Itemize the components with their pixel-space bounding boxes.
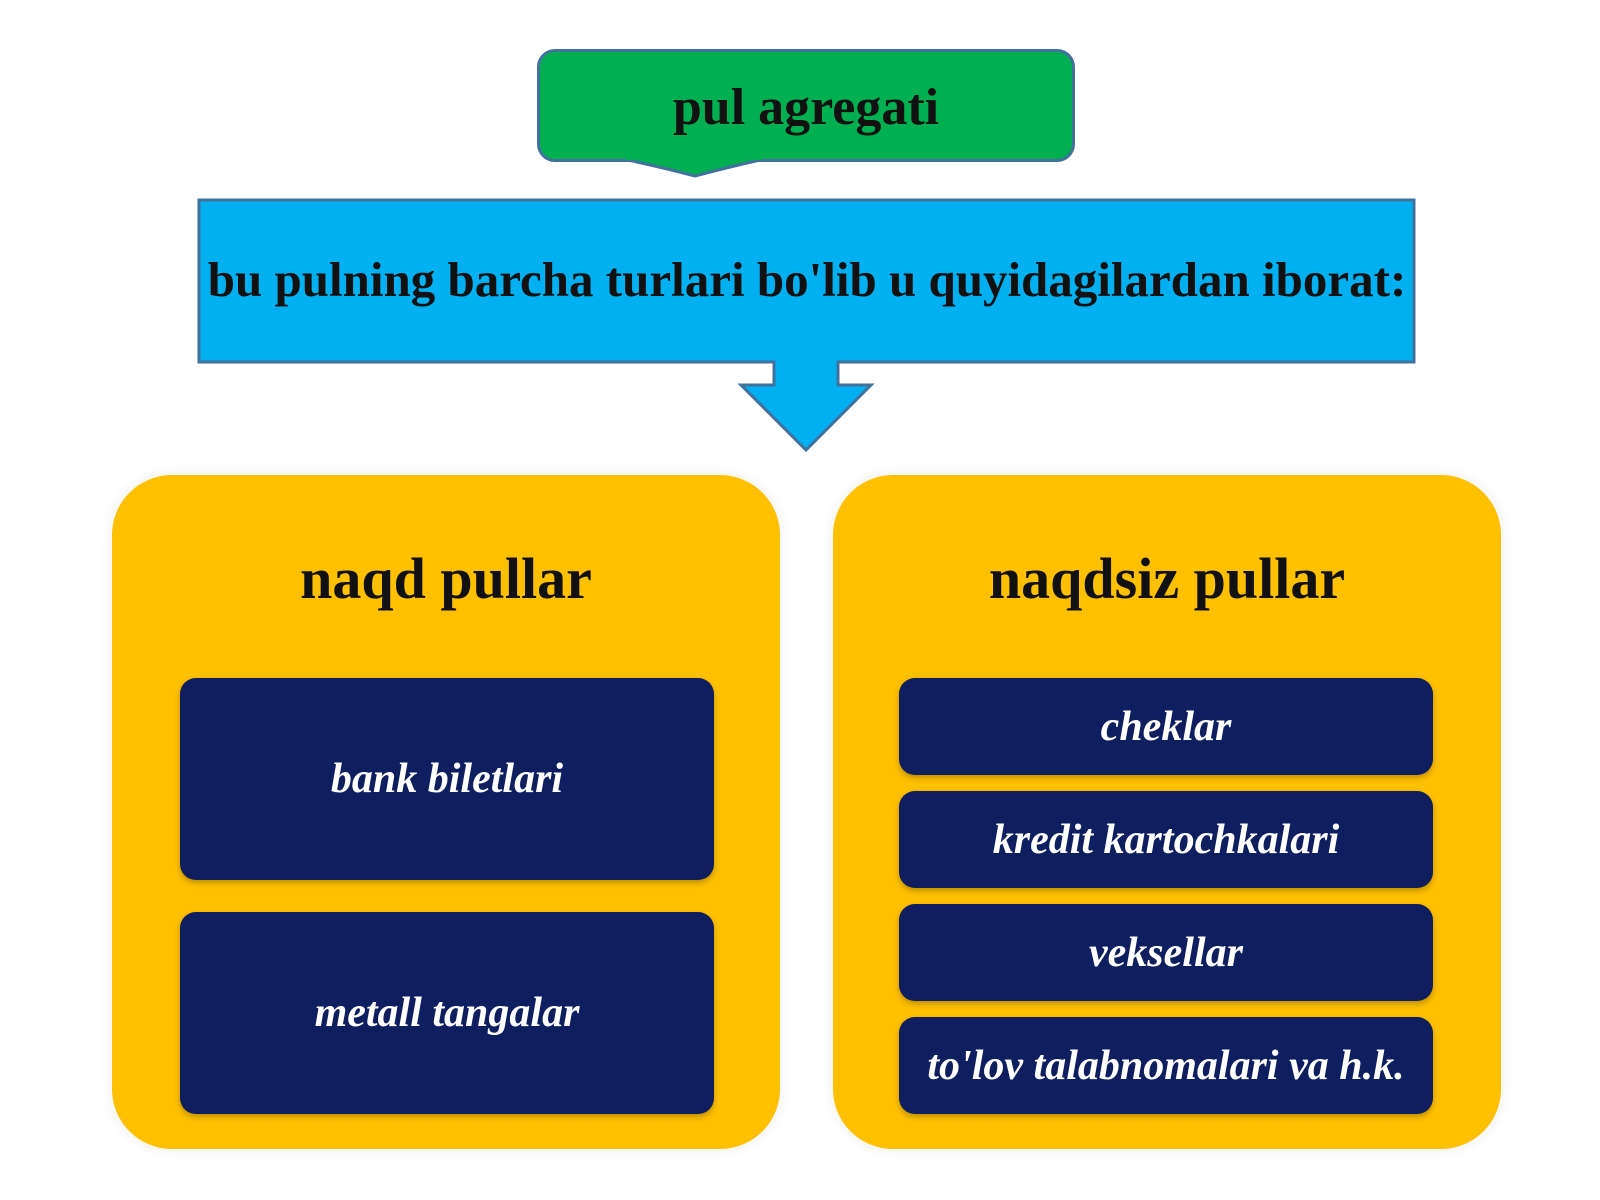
list-item: bank biletlari (180, 678, 714, 880)
list-item: veksellar (899, 904, 1433, 1001)
panel-title: naqdsiz pullar (988, 546, 1346, 611)
list-item: metall tangalar (180, 912, 714, 1114)
panel-naqdsiz-pullar: naqdsiz pullar cheklar kredit kartochkal… (833, 475, 1501, 1149)
pul-agregati-box: pul agregati (537, 49, 1075, 162)
panel-title: naqd pullar (300, 546, 592, 611)
banner-text: bu pulning barcha turlari bo'lib u quyid… (207, 252, 1407, 307)
list-item: cheklar (899, 678, 1433, 775)
panel-naqd-pullar: naqd pullar bank biletlari metall tangal… (112, 475, 780, 1149)
pul-agregati-label: pul agregati (672, 79, 940, 136)
list-item: to'lov talabnomalari va h.k. (899, 1017, 1433, 1114)
list-item: kredit kartochkalari (899, 791, 1433, 888)
